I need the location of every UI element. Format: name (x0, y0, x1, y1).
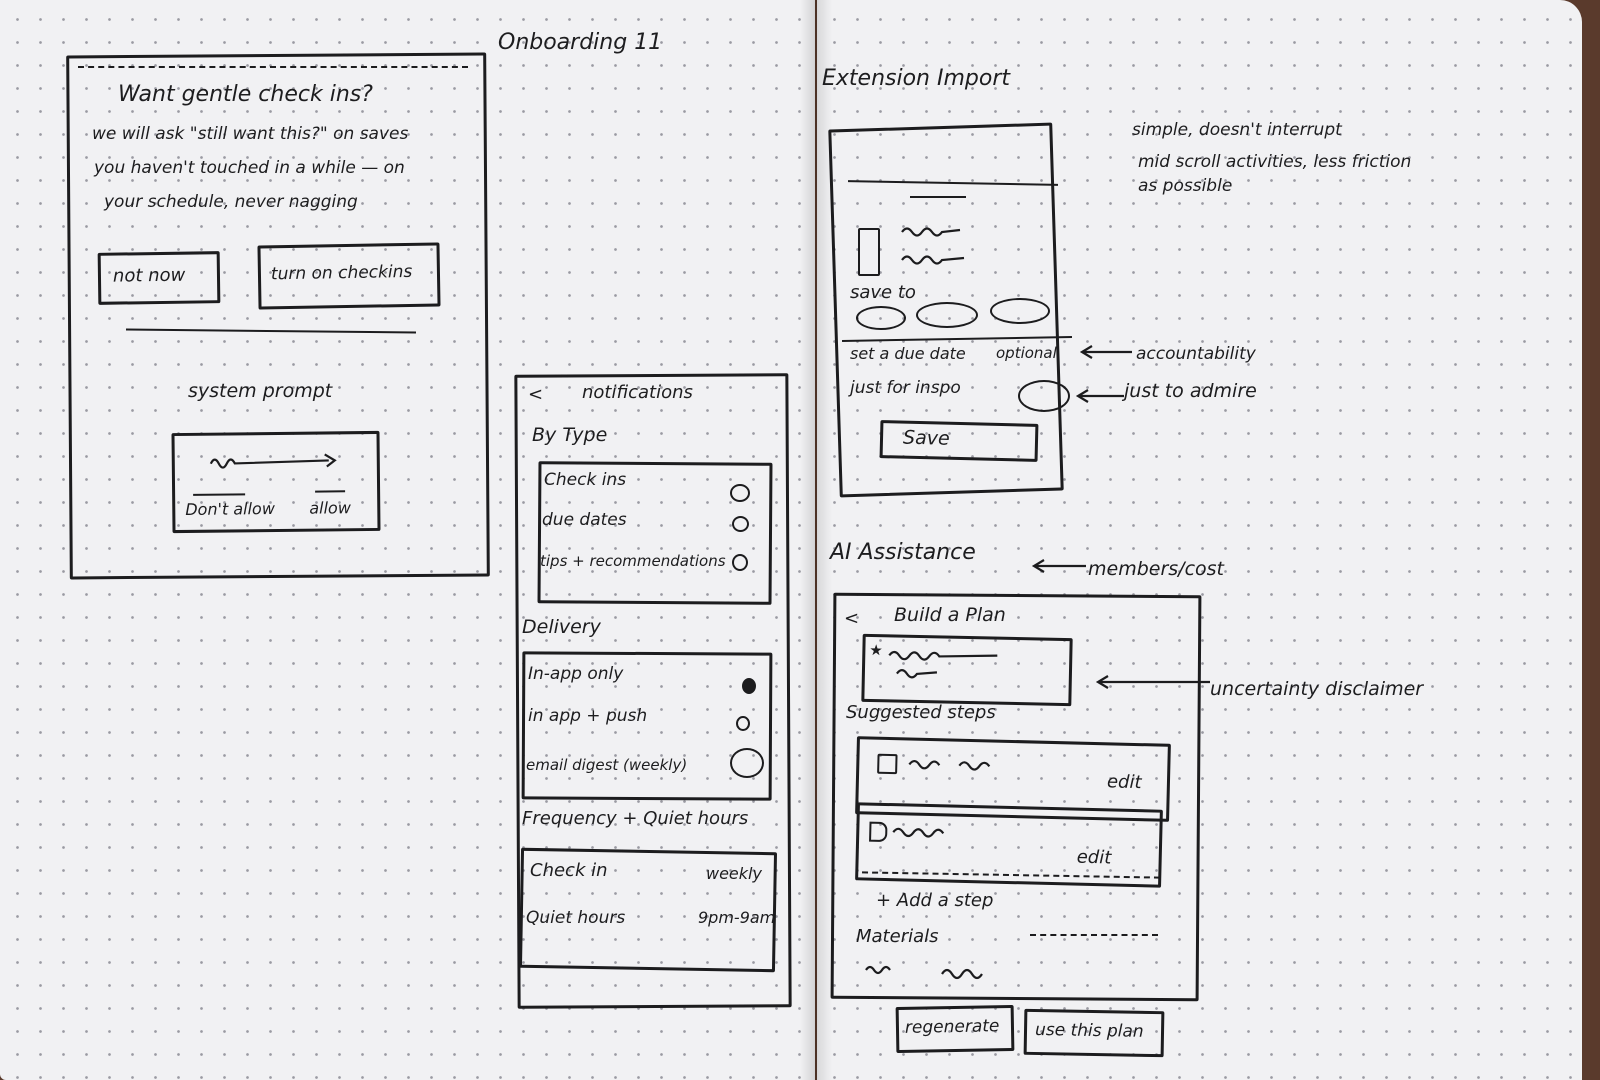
uncertainty-arrow (1095, 675, 1210, 689)
extension-note-3: as possible (1138, 176, 1233, 196)
dont-allow-button[interactable]: Don't allow (185, 499, 275, 519)
disclaimer-scribble (888, 650, 998, 679)
collection-chip-2[interactable] (916, 302, 978, 328)
uncertainty-note: uncertainty disclaimer (1210, 678, 1424, 700)
save-button[interactable]: Save (879, 420, 1039, 462)
collection-chip-1[interactable] (856, 306, 906, 330)
type-due-dates-radio[interactable] (732, 516, 749, 532)
checkin-title: Want gentle check ins? (118, 82, 373, 107)
step-card-2[interactable]: edit (855, 802, 1163, 888)
step-1-edit[interactable]: edit (1106, 771, 1142, 794)
uncertainty-banner: ★ (861, 633, 1073, 707)
step-1-scribble (908, 759, 991, 771)
ai-back-icon[interactable]: < (844, 608, 860, 629)
save-label: Save (902, 426, 950, 450)
right-notebook-page (817, 0, 1582, 1080)
delivery-in-app-radio[interactable] (742, 678, 756, 694)
members-cost-arrow (1031, 559, 1086, 573)
materials-scribble (865, 965, 983, 980)
turn-on-checkins-button[interactable]: turn on checkins (257, 242, 441, 310)
type-checkins-label: Check ins (544, 470, 627, 490)
ai-assistance-label: AI Assistance (830, 540, 976, 565)
step-2-checkbox[interactable] (869, 821, 888, 843)
checkin-frequency-label: Check in (530, 860, 608, 881)
allow-rule (315, 490, 346, 493)
checkin-body-1: we will ask "still want this?" on saves (92, 124, 409, 144)
just-for-inspo-label: just for inspo (850, 378, 961, 398)
sparkle-icon: ★ (869, 640, 884, 660)
use-this-plan-button[interactable]: use this plan (1023, 1008, 1165, 1058)
regenerate-label: regenerate (904, 1016, 1000, 1038)
checkin-body-3: your schedule, never nagging (104, 192, 358, 212)
prompt-text-scribble (209, 453, 337, 469)
extension-import-label: Extension Import (822, 66, 1011, 91)
delivery-in-app-label: In-app only (528, 664, 624, 684)
quiet-hours-value[interactable]: 9pm-9am (698, 908, 776, 927)
system-prompt-dialog: Don't allow allow (171, 430, 381, 534)
step-2-edit[interactable]: edit (1076, 846, 1112, 869)
type-tips-label: tips + recommendations (540, 552, 726, 570)
admire-arrow (1075, 389, 1124, 403)
dont-allow-rule (193, 493, 246, 496)
delivery-push-radio[interactable] (736, 716, 750, 731)
accountability-arrow (1079, 345, 1132, 359)
delivery-push-label: in app + push (528, 706, 648, 726)
inspo-toggle[interactable] (1018, 380, 1070, 412)
save-to-label: save to (850, 282, 916, 303)
item-title-scribble (901, 227, 965, 265)
suggested-steps-heading: Suggested steps (846, 702, 996, 723)
thumbnail-placeholder (858, 228, 880, 276)
turn-on-label: turn on checkins (270, 261, 413, 285)
step-2-scribble (892, 827, 945, 838)
optional-label: optional (996, 344, 1057, 362)
type-due-dates-label: due dates (542, 510, 627, 530)
just-to-admire-note: just to admire (1124, 380, 1257, 402)
frequency-heading: Frequency + Quiet hours (522, 808, 749, 829)
add-step-dashed-bottom (1030, 934, 1158, 936)
by-type-heading: By Type (532, 424, 608, 446)
quiet-hours-label: Quiet hours (526, 908, 626, 928)
add-step-button[interactable]: + Add a step (876, 890, 994, 911)
extension-note-2: mid scroll activities, less friction (1138, 152, 1412, 172)
build-plan-title: Build a Plan (894, 604, 1006, 626)
materials-heading: Materials (856, 926, 939, 947)
regenerate-button[interactable]: regenerate (895, 1004, 1015, 1054)
delivery-heading: Delivery (522, 616, 601, 638)
use-this-plan-label: use this plan (1034, 1019, 1144, 1042)
sheet-handle (910, 196, 966, 198)
not-now-label: not now (112, 264, 186, 287)
checkin-body-2: you haven't touched in a while — on (94, 158, 405, 178)
members-cost-note: members/cost (1088, 558, 1224, 580)
back-icon[interactable]: < (528, 384, 544, 405)
allow-button[interactable]: allow (309, 498, 351, 518)
accountability-note: accountability (1136, 344, 1256, 364)
set-due-date-label[interactable]: set a due date (850, 344, 966, 363)
collection-chip-3[interactable] (990, 298, 1050, 324)
notebook-gutter (800, 0, 832, 1080)
system-prompt-label: system prompt (188, 380, 333, 402)
delivery-email-label: email digest (weekly) (526, 756, 688, 774)
type-tips-radio[interactable] (732, 554, 748, 571)
step-card-1[interactable]: edit (855, 736, 1171, 822)
not-now-button[interactable]: not now (97, 251, 221, 305)
notifications-title: notifications (582, 382, 693, 403)
status-bar-dash (78, 66, 468, 68)
type-checkins-radio[interactable] (730, 484, 750, 502)
step-1-checkbox[interactable] (877, 753, 898, 775)
left-notebook-page (0, 0, 815, 1080)
checkin-frequency-value[interactable]: weekly (706, 864, 762, 883)
extension-note-1: simple, doesn't interrupt (1132, 120, 1342, 140)
delivery-email-radio[interactable] (730, 748, 764, 778)
onboarding-label: Onboarding 11 (498, 30, 663, 55)
